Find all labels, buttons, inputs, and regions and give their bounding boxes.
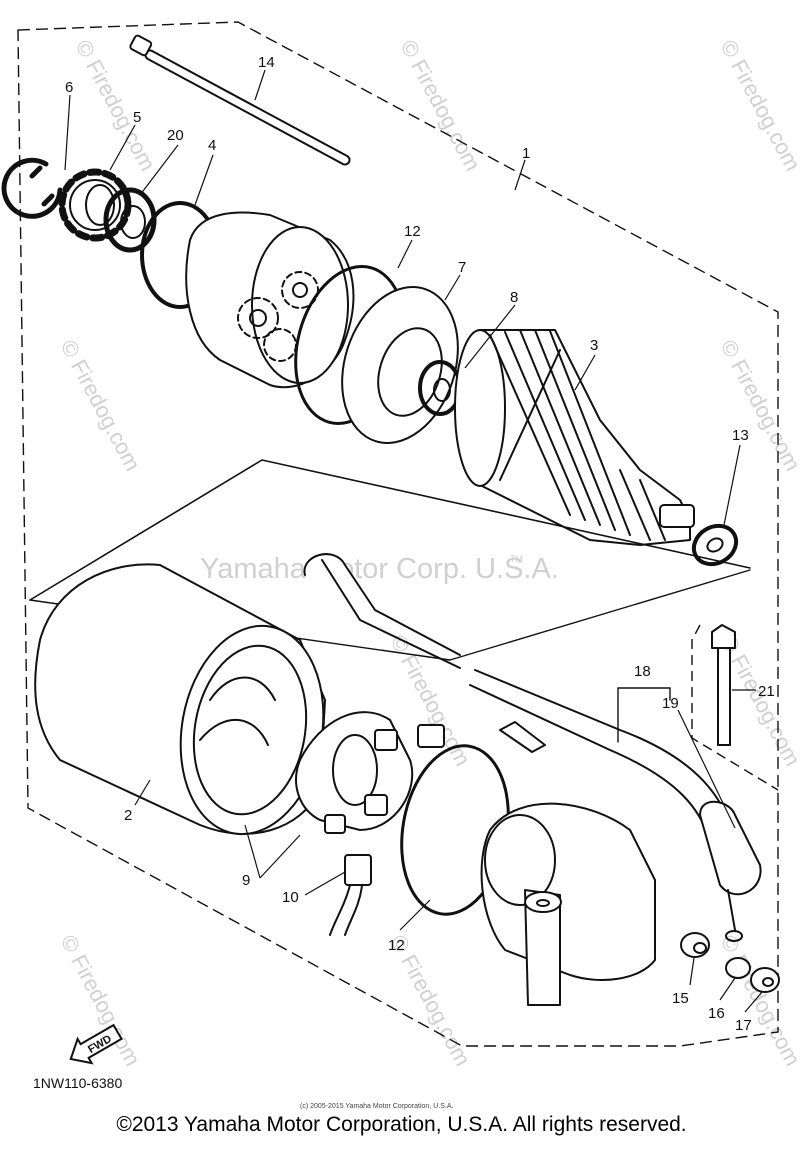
rear-cover-part	[480, 802, 656, 1006]
callout-3: 3	[590, 337, 598, 354]
watermark-tm: TM	[510, 554, 523, 564]
callout-9: 9	[242, 872, 250, 889]
watermark-site-4: © Firedog.com	[56, 336, 146, 475]
callout-1: 1	[522, 145, 530, 162]
callout-17: 17	[735, 1017, 752, 1034]
brush-part	[417, 724, 445, 748]
watermark-site-3: © Firedog.com	[716, 36, 803, 175]
watermark-layer: Yamaha Motor Corp. U.S.A. TM © Firedog.c…	[56, 36, 803, 1070]
callout-5: 5	[133, 109, 141, 126]
watermark-site-11: © Firedog.com	[716, 931, 803, 1070]
thrust-washer-part	[691, 523, 739, 567]
watermark-site-8: © Firedog.com	[716, 631, 803, 770]
callout-8: 8	[510, 289, 518, 306]
plate-part	[341, 286, 459, 444]
callout-12-front: 12	[404, 223, 421, 240]
brush-lead-part	[329, 854, 372, 936]
assembly-outline	[17, 21, 779, 1047]
watermark-center: Yamaha Motor Corp. U.S.A.	[200, 553, 559, 585]
callout-18-bracket	[617, 687, 671, 743]
callout-13: 13	[732, 427, 749, 444]
terminal-bolt-part	[499, 721, 546, 753]
callout-6: 6	[65, 79, 73, 96]
cap-nut-part	[750, 967, 780, 993]
through-bolt-part	[129, 34, 351, 166]
callout-21: 21	[758, 683, 775, 700]
front-housing-part	[185, 211, 355, 389]
brush-holder-part	[295, 711, 414, 834]
callout-19: 19	[662, 695, 679, 712]
callout-12-rear: 12	[388, 937, 405, 954]
leader-lines	[64, 69, 763, 1013]
callout-18: 18	[634, 663, 651, 680]
callout-14: 14	[258, 54, 275, 71]
callout-10: 10	[282, 889, 299, 906]
small-washer-part	[725, 957, 751, 979]
subassembly-bracket	[29, 459, 751, 601]
bolt-outline	[691, 624, 779, 791]
armature-part	[454, 329, 695, 546]
watermark-site-2: © Firedog.com	[396, 36, 486, 175]
nut-part	[680, 932, 710, 958]
circlip-part	[1, 157, 63, 219]
callout-7: 7	[458, 259, 466, 276]
callout-4: 4	[208, 137, 216, 154]
watermark-site-5: © Firedog.com	[716, 336, 803, 475]
callout-16: 16	[708, 1005, 725, 1022]
bolt-part	[711, 624, 736, 746]
part-code: 1NW110-6380	[33, 1075, 122, 1091]
small-copyright: (c) 2005-2015 Yamaha Motor Corporation, …	[300, 1103, 453, 1110]
callout-15: 15	[672, 990, 689, 1007]
callout-labels: 14 6 5 20 4 1 12 7 8 3 13 21 18 19 2 9 1…	[65, 54, 775, 1034]
gear-part	[58, 168, 132, 242]
copyright-footer: ©2013 Yamaha Motor Corporation, U.S.A. A…	[116, 1113, 687, 1136]
callout-2: 2	[124, 807, 132, 824]
terminal-cable-part	[699, 800, 762, 942]
yoke-part	[34, 563, 326, 836]
callout-20: 20	[167, 127, 184, 144]
